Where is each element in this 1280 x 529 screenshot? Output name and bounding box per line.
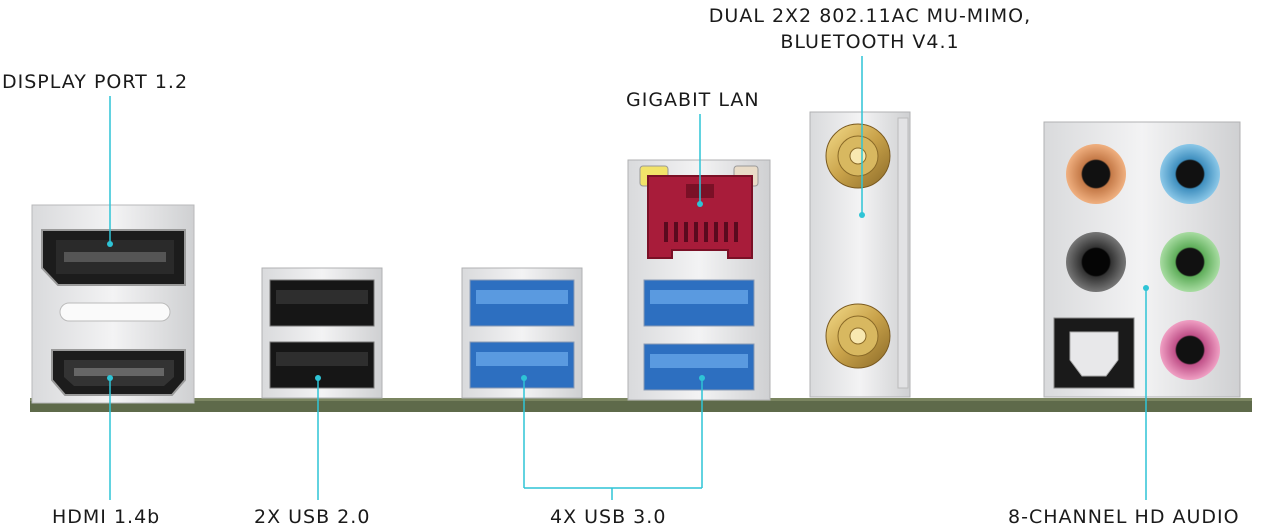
optical-spdif-icon	[1053, 317, 1135, 389]
audio-jack-pink-icon	[1160, 320, 1220, 380]
antenna-connector-bottom-icon	[825, 303, 891, 369]
wifi-antenna-block	[809, 111, 911, 398]
hdmi-label: HDMI 1.4b	[52, 506, 161, 528]
audio-jack-green-icon	[1160, 232, 1220, 292]
usb2-block	[261, 267, 383, 399]
callout-lines	[107, 56, 1149, 500]
hdmi-icon	[51, 349, 186, 396]
usb2-label: 2X USB 2.0	[254, 506, 371, 528]
wifi-label-line2: BLUETOOTH V4.1	[780, 31, 960, 53]
display-hdmi-block	[31, 204, 195, 404]
audio-block	[1043, 121, 1241, 398]
audio-jack-blue-icon	[1160, 144, 1220, 204]
audio-jack-orange-icon	[1066, 144, 1126, 204]
display-port-label: DISPLAY PORT 1.2	[2, 71, 189, 93]
audio-jack-black-icon	[1066, 232, 1126, 292]
gigabit-lan-label: GIGABIT LAN	[626, 89, 760, 111]
wifi-label-line1: DUAL 2X2 802.11AC MU-MIMO,	[708, 5, 1032, 27]
usb3-label: 4X USB 3.0	[550, 506, 667, 528]
antenna-connector-top-icon	[825, 123, 891, 189]
ethernet-port-icon	[647, 175, 753, 259]
lan-usb3-block	[627, 159, 771, 401]
pcb-board	[30, 398, 1252, 412]
displayport-icon	[41, 229, 186, 286]
audio-label: 8-CHANNEL HD AUDIO	[1008, 506, 1240, 528]
